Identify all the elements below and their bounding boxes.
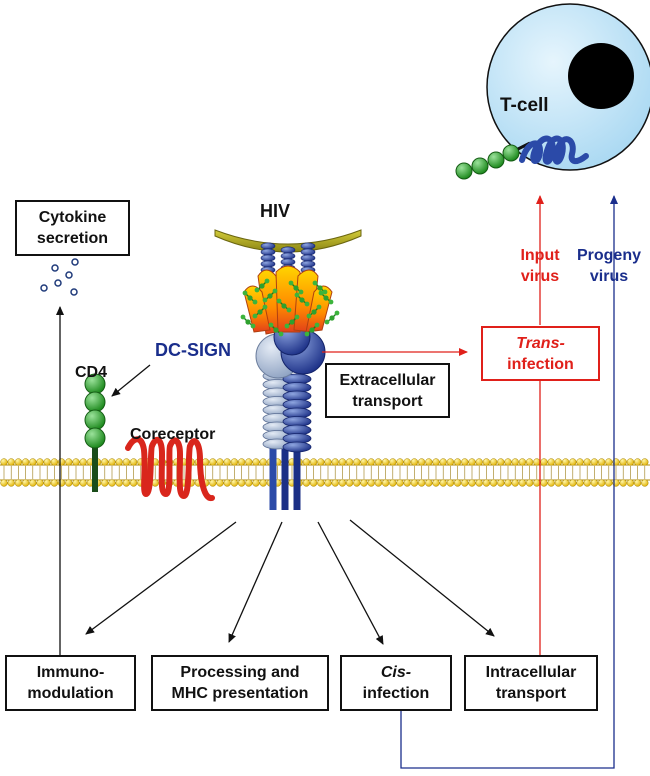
arrows-red [322, 195, 544, 655]
cd4-label: CD4 [75, 364, 108, 381]
arrow-to-processing [228, 521, 283, 643]
arrow-dcsign-to-cd4 [111, 364, 151, 397]
arrow-to-cis [317, 521, 384, 645]
coreceptor-icon [125, 436, 215, 501]
cytokine-dots-icon [40, 258, 79, 296]
immuno-line-1: Immuno- [36, 664, 105, 681]
arrows-navy [400, 195, 618, 769]
cytokine-line-1: Cytokine [38, 209, 107, 226]
t-cell-cd4-icon [455, 141, 531, 180]
extracellular-line-1: Extracellular [339, 371, 436, 389]
progeny-virus-label: Progeny virus [570, 245, 648, 287]
arrow-to-intracellular [349, 519, 495, 637]
intracellular-transport-box: Intracellular transport [464, 655, 598, 711]
arrow-progeny-virus [400, 195, 618, 769]
nucleus-icon [568, 43, 634, 109]
t-cell-coreceptor-icon [519, 135, 589, 165]
hiv-label: HIV [260, 201, 291, 221]
arrows-black [56, 306, 495, 655]
cd4-receptor-icon [84, 373, 106, 492]
processing-mhc-box: Processing and MHC presentation [151, 655, 329, 711]
arrow-to-immuno [85, 521, 237, 635]
cis-infection-box: Cis- infection [340, 655, 452, 711]
extracellular-line-2: transport [352, 392, 423, 410]
dc-sign-receptor-icon [255, 318, 326, 510]
input-virus-label: Input virus [505, 245, 575, 287]
input-virus-line-2: virus [520, 268, 560, 285]
dc-sign-label: DC-SIGN [155, 340, 231, 360]
intracellular-line-2: transport [495, 685, 567, 702]
extracellular-transport-box: Extracellular transport [325, 363, 450, 418]
immunomodulation-box: Immuno- modulation [5, 655, 136, 711]
intracellular-line-1: Intracellular [485, 664, 577, 681]
t-cell-label: T-cell [500, 95, 549, 116]
cis-line-1: Cis- [380, 664, 412, 681]
hiv-virion-icon [214, 229, 362, 337]
progeny-virus-line-2: virus [589, 268, 629, 285]
progeny-virus-line-1: Progeny [576, 247, 641, 264]
cytokine-line-2: secretion [36, 230, 109, 247]
t-cell-icon [486, 3, 650, 171]
processing-line-2: MHC presentation [171, 685, 309, 702]
immuno-line-2: modulation [27, 685, 114, 702]
trans-line-2: infection [507, 355, 574, 373]
trans-line-1: Trans- [516, 334, 565, 352]
glycan-icon [240, 278, 340, 337]
trans-infection-box: Trans- infection [481, 326, 600, 381]
cis-line-2: infection [362, 685, 430, 702]
processing-line-1: Processing and [180, 664, 300, 681]
coreceptor-label: Coreceptor [130, 426, 216, 443]
input-virus-line-1: Input [520, 247, 560, 264]
cytokine-secretion-box: Cytokine secretion [15, 200, 130, 256]
